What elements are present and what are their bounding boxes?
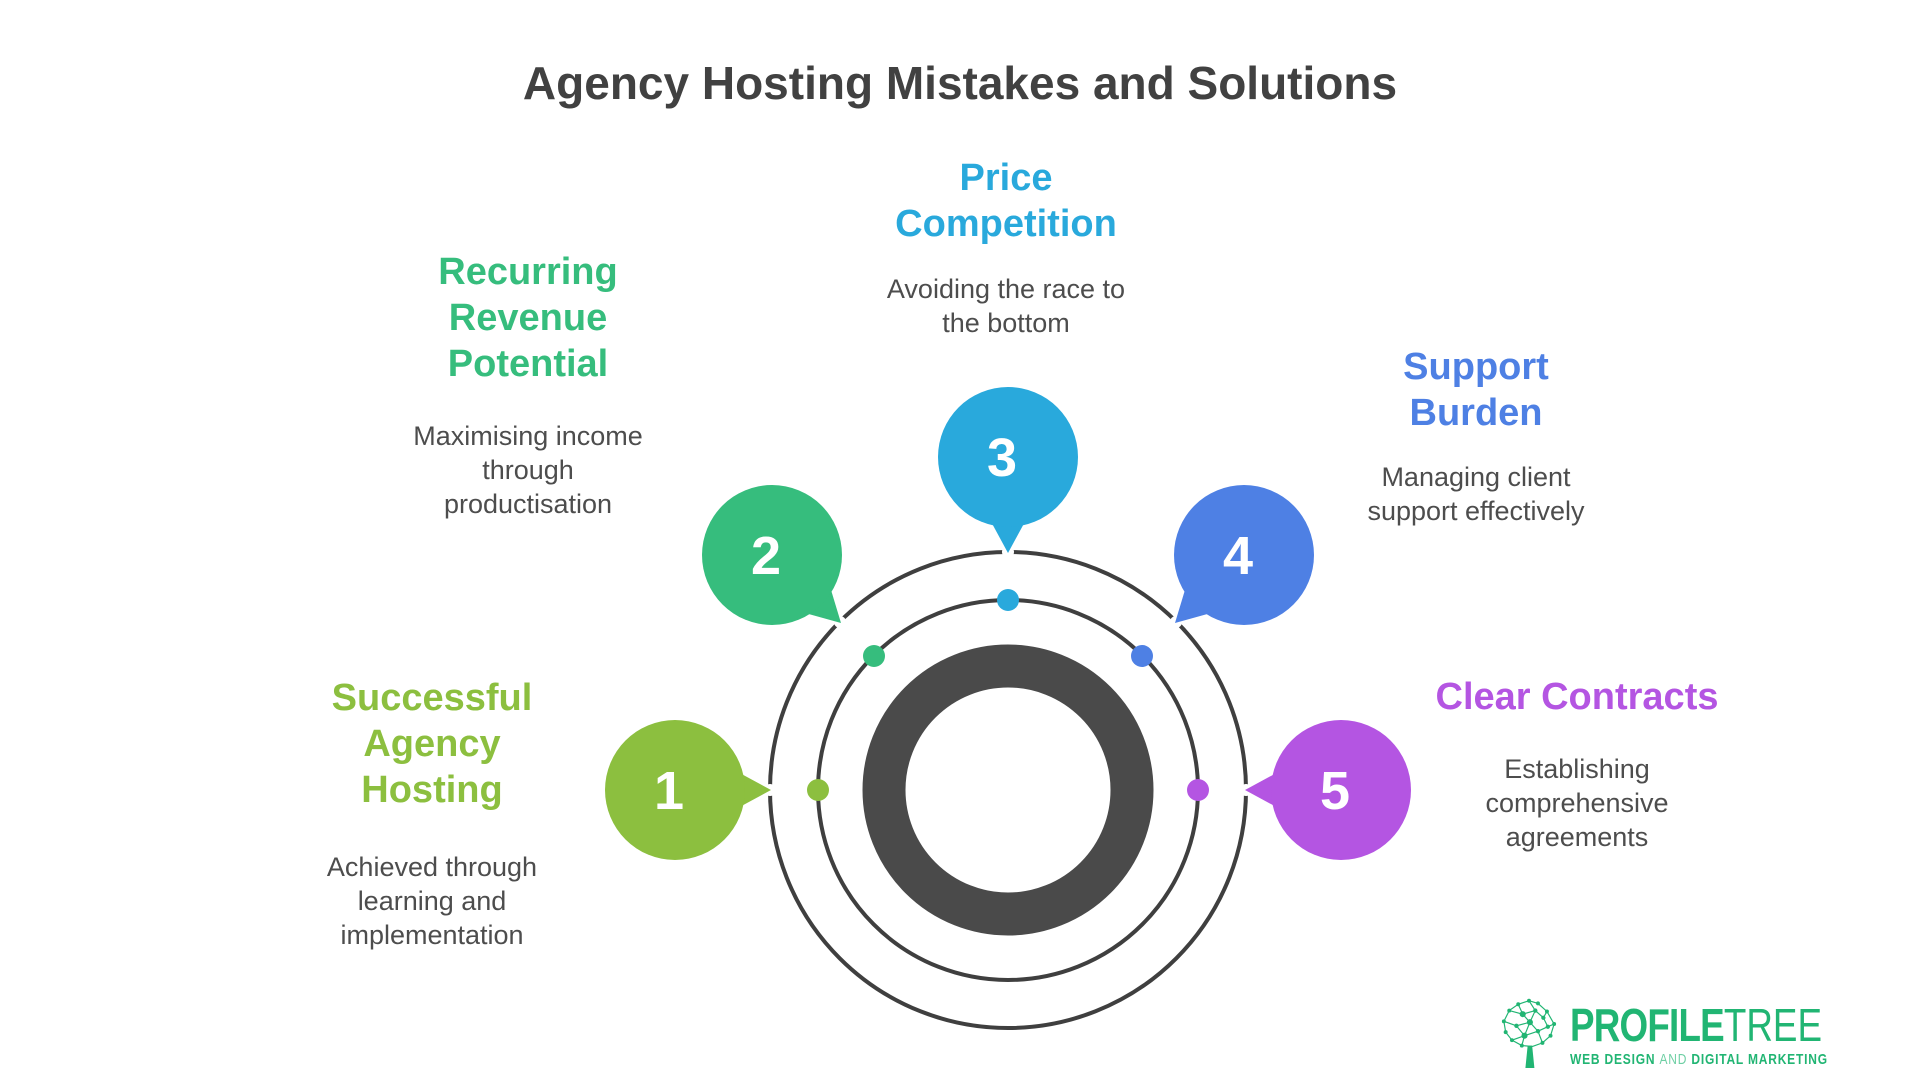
text-line: Managing client: [1381, 462, 1571, 492]
bubble-5-number: 5: [1320, 761, 1350, 821]
item-2-description: Maximising income through productisation: [328, 419, 728, 521]
text-line: learning and: [357, 886, 507, 916]
item-5-text-block: Clear Contracts Establishing comprehensiv…: [1377, 674, 1777, 854]
wordmark-profile: PROFILE: [1569, 999, 1725, 1051]
bubble-1: [605, 720, 745, 860]
tagline-web-design: WEB DESIGN: [1569, 1051, 1656, 1068]
text-line: Competition: [895, 203, 1117, 245]
item-5-description: Establishing comprehensive agreements: [1377, 752, 1777, 854]
text-line: Hosting: [361, 769, 503, 811]
bubble-4: [1174, 485, 1314, 625]
bubble-1-number: 1: [654, 761, 684, 821]
bubble-3: [938, 387, 1078, 527]
node-dot-1: [807, 779, 829, 801]
text-line: Avoiding the race to: [886, 274, 1126, 304]
text-line: Clear Contracts: [1435, 676, 1719, 718]
node-dot-4: [1131, 645, 1153, 667]
profiletree-logo-icon: [1501, 998, 1556, 1068]
core-ring: [862, 644, 1154, 936]
text-line: productisation: [443, 489, 613, 519]
text-line: agreements: [1505, 822, 1649, 852]
text-line: Revenue: [448, 297, 608, 339]
text-line: Price: [959, 157, 1053, 199]
text-line: implementation: [340, 920, 524, 950]
text-line: Agency: [363, 723, 501, 765]
item-4-description: Managing client support effectively: [1276, 460, 1676, 528]
text-line: Successful: [331, 677, 533, 719]
node-dot-5: [1187, 779, 1209, 801]
item-1-description: Achieved through learning and implementati…: [232, 850, 632, 952]
text-line: Establishing: [1504, 754, 1650, 784]
page-title: Agency Hosting Mistakes and Solutions: [522, 57, 1398, 109]
tagline-and: AND: [1659, 1051, 1687, 1068]
bubble-2: [702, 485, 842, 625]
bubble-5: [1271, 720, 1411, 860]
tagline-digital-marketing: DIGITAL MARKETING: [1691, 1051, 1828, 1068]
node-dot-3: [997, 589, 1019, 611]
profiletree-wordmark: PROFILETREE: [1570, 1002, 1828, 1048]
text-line: Burden: [1409, 392, 1543, 434]
text-line: Recurring: [438, 251, 618, 293]
profiletree-logo: PROFILETREE WEB DESIGN AND DIGITAL MARKE…: [1498, 998, 1892, 1068]
text-line: Support: [1403, 346, 1549, 388]
text-line: the bottom: [942, 308, 1070, 338]
profiletree-tagline: WEB DESIGN AND DIGITAL MARKETING: [1570, 1051, 1828, 1068]
profiletree-logo-text: PROFILETREE WEB DESIGN AND DIGITAL MARKE…: [1570, 1002, 1828, 1068]
wordmark-tree: TREE: [1723, 999, 1822, 1051]
text-line: support effectively: [1367, 496, 1585, 526]
text-line: Achieved through: [326, 852, 538, 882]
text-line: Maximising income: [413, 421, 643, 451]
bubble-4-number: 4: [1223, 526, 1253, 586]
text-line: through: [482, 455, 574, 485]
bubble-3-number: 3: [987, 428, 1017, 488]
text-line: Potential: [447, 343, 609, 385]
item-3-description: Avoiding the race to the bottom: [806, 272, 1206, 340]
node-dot-2: [863, 645, 885, 667]
text-line: comprehensive: [1485, 788, 1669, 818]
bubble-2-number: 2: [751, 526, 781, 586]
item-5-heading: Clear Contracts: [1377, 674, 1777, 720]
